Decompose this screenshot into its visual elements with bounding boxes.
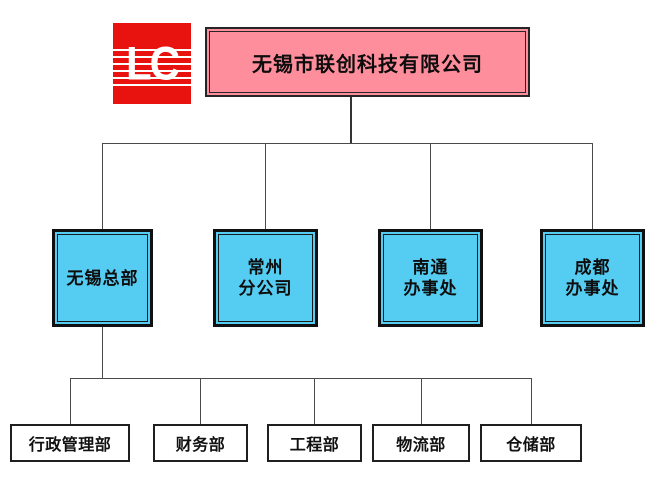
connector-drop-warehouse — [531, 378, 532, 424]
node-company-root-label: 无锡市联创科技有限公司 — [252, 53, 483, 76]
node-dept-warehouse[interactable]: 仓储部 — [480, 424, 582, 462]
connector-drop-engineering — [314, 378, 315, 424]
node-dept-logistics[interactable]: 物流部 — [372, 424, 470, 462]
connector-drop-admin — [70, 378, 71, 424]
node-dept-logistics-label: 物流部 — [396, 437, 446, 454]
logo-stripe — [113, 77, 191, 79]
logo-stripe — [113, 84, 191, 86]
connector-drop-finance — [200, 378, 201, 424]
connector-hq-drop — [102, 327, 103, 378]
connector-root-drop — [350, 97, 352, 144]
logo-stripe — [113, 56, 191, 58]
logo-stripe — [113, 70, 191, 72]
connector-drop-changzhou — [265, 143, 266, 230]
node-dept-finance[interactable]: 财务部 — [153, 424, 248, 462]
connector-level3-distributor — [70, 378, 532, 379]
company-logo[interactable]: LC — [113, 23, 191, 104]
node-changzhou-branch-label: 常州 分公司 — [238, 258, 293, 298]
node-wuxi-headquarters-label: 无锡总部 — [66, 268, 139, 288]
node-dept-warehouse-label: 仓储部 — [506, 437, 556, 454]
node-dept-engineering[interactable]: 工程部 — [267, 424, 362, 462]
logo-lc-text: LC — [126, 36, 180, 90]
connector-level2-distributor — [102, 143, 593, 144]
connector-drop-nantong — [430, 143, 431, 230]
logo-stripe — [113, 63, 191, 65]
node-changzhou-branch[interactable]: 常州 分公司 — [213, 229, 318, 327]
node-dept-engineering-label: 工程部 — [289, 437, 340, 454]
connector-drop-chengdu — [592, 143, 593, 230]
node-nantong-office[interactable]: 南通 办事处 — [378, 229, 483, 327]
connector-drop-logistics — [421, 378, 422, 424]
connector-drop-wuxi-hq — [102, 143, 103, 230]
node-chengdu-office[interactable]: 成都 办事处 — [540, 229, 645, 327]
node-chengdu-office-label: 成都 办事处 — [565, 258, 620, 298]
node-dept-finance-label: 财务部 — [175, 437, 226, 454]
node-company-root[interactable]: 无锡市联创科技有限公司 — [205, 27, 530, 97]
logo-stripe — [113, 49, 191, 51]
node-nantong-office-label: 南通 办事处 — [403, 258, 458, 298]
node-dept-administration-label: 行政管理部 — [28, 437, 112, 454]
node-dept-administration[interactable]: 行政管理部 — [10, 424, 130, 462]
node-wuxi-headquarters[interactable]: 无锡总部 — [52, 229, 153, 327]
